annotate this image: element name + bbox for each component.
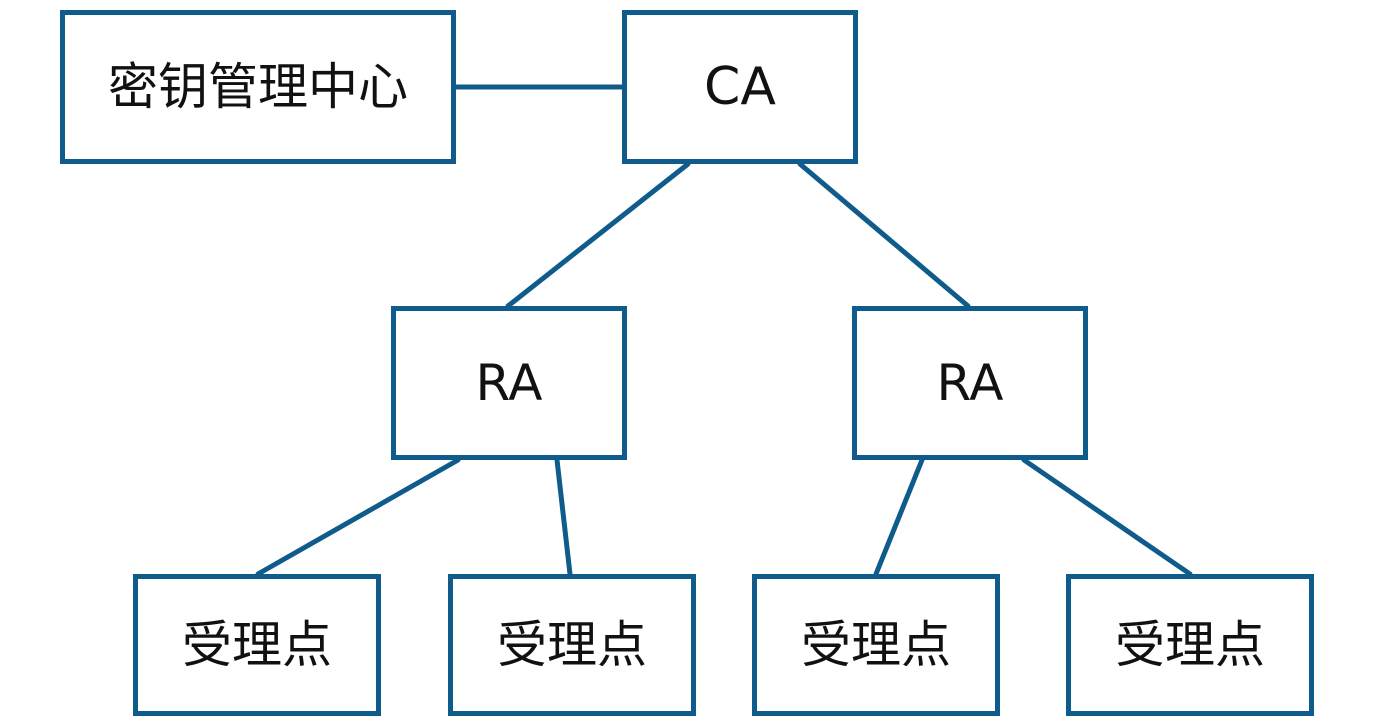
connector-ca-ra-right xyxy=(797,161,971,309)
ra-right-box: RA xyxy=(852,306,1088,460)
ra-left-label: RA xyxy=(475,354,543,412)
acceptance-point-1-box: 受理点 xyxy=(133,574,381,716)
ca-box: CA xyxy=(622,10,858,164)
acceptance-point-2-box: 受理点 xyxy=(448,574,696,716)
acceptance-point-3-box: 受理点 xyxy=(752,574,1000,716)
connector-ra-right-point-3 xyxy=(873,457,925,577)
acceptance-point-4-label: 受理点 xyxy=(1115,616,1265,674)
connector-ra-left-point-1 xyxy=(255,457,461,577)
connector-ca-ra-left xyxy=(505,161,691,309)
ra-right-label: RA xyxy=(936,354,1004,412)
connector-ra-right-point-4 xyxy=(1021,457,1193,577)
ca-label: CA xyxy=(704,57,776,117)
key-management-center-label: 密钥管理中心 xyxy=(108,58,408,116)
acceptance-point-2-label: 受理点 xyxy=(497,616,647,674)
key-management-center-box: 密钥管理中心 xyxy=(60,10,456,164)
connector-ra-left-point-2 xyxy=(554,457,573,577)
acceptance-point-3-label: 受理点 xyxy=(801,616,951,674)
ra-left-box: RA xyxy=(391,306,627,460)
acceptance-point-1-label: 受理点 xyxy=(182,616,332,674)
acceptance-point-4-box: 受理点 xyxy=(1066,574,1314,716)
